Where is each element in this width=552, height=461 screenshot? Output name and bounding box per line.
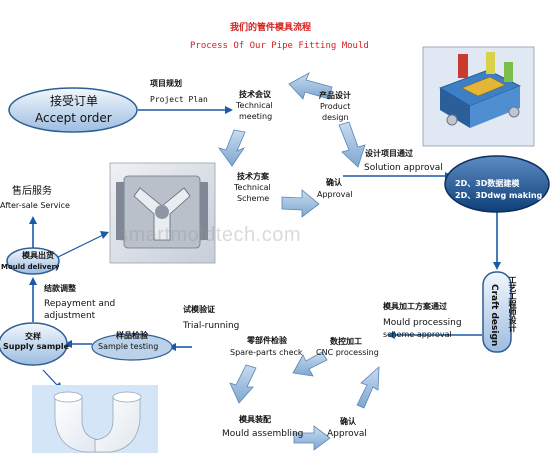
approval-1-cn: 确认 bbox=[326, 178, 342, 187]
approval-2-cn: 确认 bbox=[340, 417, 356, 426]
watermark: smartmoldtech.com bbox=[118, 224, 301, 246]
trial-running-en: Trial-running bbox=[183, 321, 240, 331]
supply-sample-cn: 交样 bbox=[25, 332, 41, 341]
technical-meeting-cn: 技术会议 bbox=[239, 90, 271, 99]
repayment-en1: Repayment and bbox=[44, 299, 116, 309]
spare-parts-cn: 零部件检验 bbox=[247, 336, 287, 345]
mould-delivery-cn: 模具出货 bbox=[22, 251, 54, 260]
accept-order-node bbox=[8, 87, 138, 133]
arrow-scheme-to-approval bbox=[281, 189, 320, 218]
arrow-design-to-meeting bbox=[288, 72, 333, 100]
technical-scheme-en1: Technical bbox=[234, 183, 271, 192]
cycle-arrows bbox=[217, 72, 380, 451]
title-cn: 我们的管件模具流程 bbox=[230, 23, 312, 33]
solution-approval-en: Solution approval bbox=[364, 163, 443, 173]
craft-design-node bbox=[482, 271, 512, 353]
repayment-en2: adjustment bbox=[44, 311, 96, 321]
mould-delivery-node bbox=[6, 247, 60, 275]
approval-2-en: Approval bbox=[327, 429, 367, 439]
arrow-supply-to-sample-photo bbox=[42, 369, 59, 387]
mould-processing-cn: 模具加工方案通过 bbox=[383, 302, 447, 311]
connector-arrows bbox=[29, 106, 501, 391]
craft-design-cn: 工艺工程师设计 bbox=[508, 276, 517, 332]
product-design-en1: Product bbox=[320, 102, 351, 111]
mould-design-image bbox=[422, 46, 535, 147]
product-design-cn: 产品设计 bbox=[319, 91, 351, 100]
arrow-approval-to-cnc bbox=[356, 366, 380, 409]
mould-processing-en1: Mould processing bbox=[383, 318, 462, 328]
modeling-line2: 2D、3Ddwg making bbox=[455, 191, 543, 200]
sample-testing-node bbox=[91, 333, 173, 361]
repayment-cn: 结款调整 bbox=[44, 284, 76, 293]
arrow-design-to-approval bbox=[338, 121, 366, 168]
arrow-spare-to-assembling bbox=[229, 364, 257, 404]
modeling-line1: 2D、3D数据建模 bbox=[455, 179, 520, 188]
modeling-node bbox=[444, 155, 550, 213]
mould-processing-en2: scheme approval bbox=[383, 330, 452, 339]
approval-1-en: Approval bbox=[317, 190, 353, 199]
cnc-en: CNC processing bbox=[316, 348, 379, 357]
after-sale-cn: 售后服务 bbox=[12, 186, 52, 197]
pipe-sample-photo bbox=[32, 385, 158, 453]
arrow-delivery-to-mould-photo bbox=[55, 234, 104, 259]
arrow-meeting-to-scheme bbox=[217, 129, 246, 167]
project-plan-cn: 项目规划 bbox=[150, 79, 182, 88]
technical-scheme-cn: 技术方案 bbox=[237, 172, 269, 181]
trial-running-cn: 试模验证 bbox=[183, 305, 215, 314]
mould-photo bbox=[109, 162, 216, 264]
arrow-assembling-to-approval bbox=[293, 425, 331, 451]
supply-sample-node bbox=[0, 322, 68, 366]
title-en: Process Of Our Pipe Fitting Mould bbox=[190, 41, 369, 51]
technical-meeting-en2: meeting bbox=[239, 112, 273, 121]
technical-scheme-en2: Scheme bbox=[237, 194, 270, 203]
mould-assembling-cn: 模具装配 bbox=[239, 415, 271, 424]
supply-sample-en: Supply sample bbox=[3, 342, 70, 351]
arrow-cnc-to-spare bbox=[292, 351, 328, 377]
sample-testing-cn: 样品检验 bbox=[116, 331, 148, 340]
technical-meeting-en1: Technical bbox=[236, 101, 273, 110]
product-design-en2: design bbox=[322, 113, 349, 122]
sample-testing-en: Sample testing bbox=[98, 342, 159, 351]
mould-delivery-en: Mould delivery bbox=[1, 263, 60, 271]
solution-approval-cn: 设计项目通过 bbox=[365, 149, 413, 158]
craft-design-en: Craft design bbox=[489, 284, 499, 347]
project-plan-en: Project Plan bbox=[150, 95, 208, 104]
after-sale-en: After-sale Service bbox=[0, 201, 70, 210]
accept-order-en: Accept order bbox=[35, 111, 112, 125]
spare-parts-en: Spare-parts check bbox=[230, 348, 303, 357]
accept-order-cn: 接受订单 bbox=[50, 94, 99, 108]
cnc-cn: 数控加工 bbox=[330, 337, 362, 346]
mould-assembling-en: Mould assembling bbox=[222, 429, 304, 439]
